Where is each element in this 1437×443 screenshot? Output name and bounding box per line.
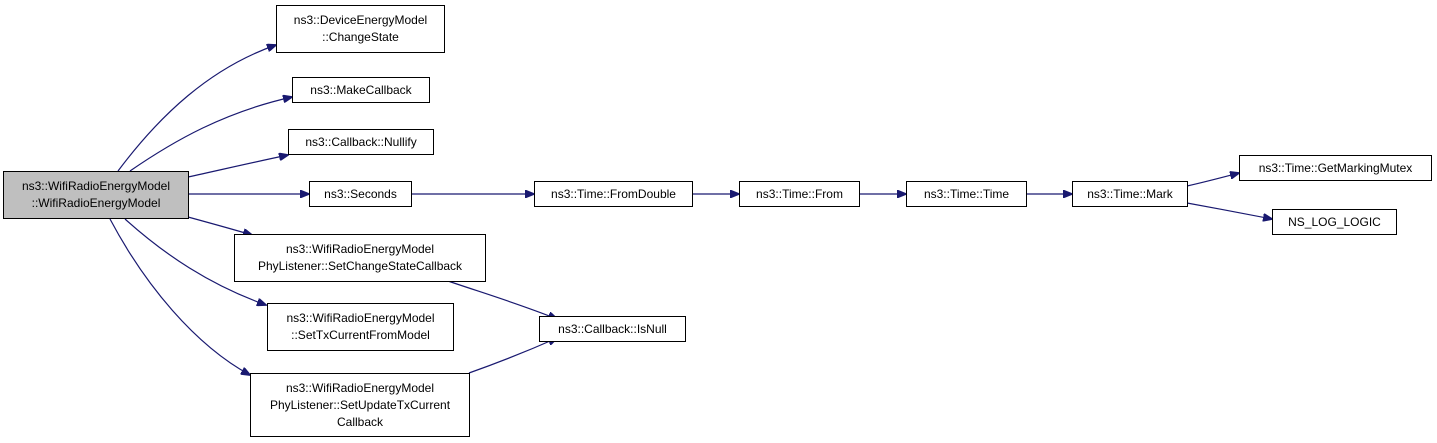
edge-root-to-nullify xyxy=(187,155,288,178)
node-label-line: ns3::MakeCallback xyxy=(310,82,412,97)
node-label-line: ns3::Callback::Nullify xyxy=(305,134,417,149)
node-label-line: ns3::WifiRadioEnergyModel xyxy=(285,380,435,395)
node-label-line: ns3::Time::Mark xyxy=(1087,186,1173,201)
edge-set-update-tx-current-callback-to-is-null xyxy=(468,338,557,374)
node-label-line: ::SetTxCurrentFromModel xyxy=(291,328,430,342)
node-time-from[interactable]: ns3::Time::From xyxy=(739,181,860,207)
node-label-line: ns3::WifiRadioEnergyModel xyxy=(285,242,435,256)
node-label-line: PhyListener::SetUpdateTxCurrent xyxy=(269,397,451,412)
edge-root-to-set-tx-current-from-model xyxy=(124,218,266,305)
node-label-line: ::ChangeState xyxy=(322,30,399,44)
node-wifi-radio-energy-model-constructor: ns3::WifiRadioEnergyModel ::WifiRadioEne… xyxy=(3,171,189,219)
edge-root-to-set-change-state-callback xyxy=(187,216,252,235)
node-make-callback[interactable]: ns3::MakeCallback xyxy=(292,77,430,103)
node-time-from-double[interactable]: ns3::Time::FromDouble xyxy=(534,181,693,207)
node-set-update-tx-current-callback[interactable]: ns3::WifiRadioEnergyModel PhyListener::S… xyxy=(250,373,470,437)
node-callback-is-null[interactable]: ns3::Callback::IsNull xyxy=(539,316,686,342)
edge-root-to-set-update-tx-current-callback xyxy=(109,218,250,375)
node-time-mark[interactable]: ns3::Time::Mark xyxy=(1072,181,1188,207)
edge-set-change-state-callback-to-is-null xyxy=(444,279,557,319)
node-label-line: NS_LOG_LOGIC xyxy=(1288,214,1381,229)
edge-root-to-change-state xyxy=(117,45,276,172)
edge-time-mark-to-get-marking-mutex xyxy=(1186,173,1239,187)
node-label-line: ns3::WifiRadioEnergyModel xyxy=(286,311,435,325)
node-label-line: ns3::DeviceEnergyModel xyxy=(293,13,428,27)
node-label-line: ::WifiRadioEnergyModel xyxy=(31,196,161,210)
node-label-line: ns3::Time::FromDouble xyxy=(551,186,676,201)
edge-root-to-make-callback xyxy=(129,97,292,172)
node-label-line: ns3::WifiRadioEnergyModel xyxy=(21,179,171,193)
node-callback-nullify[interactable]: ns3::Callback::Nullify xyxy=(288,129,434,155)
node-label-line: Callback xyxy=(336,414,384,429)
node-label-line: ns3::Seconds xyxy=(324,186,397,201)
node-ns-log-logic[interactable]: NS_LOG_LOGIC xyxy=(1272,209,1397,235)
node-set-change-state-callback[interactable]: ns3::WifiRadioEnergyModel PhyListener::S… xyxy=(234,234,486,282)
node-label-line: ns3::Time::GetMarkingMutex xyxy=(1258,160,1413,175)
node-label-line: PhyListener::SetChangeStateCallback xyxy=(257,259,463,273)
node-label-line: ns3::Callback::IsNull xyxy=(558,321,667,336)
node-time-time[interactable]: ns3::Time::Time xyxy=(906,181,1027,207)
node-label-line: ns3::Time::From xyxy=(756,186,843,201)
node-label-line: ns3::Time::Time xyxy=(923,186,1010,201)
node-time-get-marking-mutex[interactable]: ns3::Time::GetMarkingMutex xyxy=(1239,155,1432,181)
node-seconds[interactable]: ns3::Seconds xyxy=(309,181,412,207)
edge-time-mark-to-ns-log-logic xyxy=(1186,202,1272,219)
node-device-energy-model-change-state[interactable]: ns3::DeviceEnergyModel ::ChangeState xyxy=(276,5,445,53)
node-set-tx-current-from-model[interactable]: ns3::WifiRadioEnergyModel ::SetTxCurrent… xyxy=(267,303,454,351)
